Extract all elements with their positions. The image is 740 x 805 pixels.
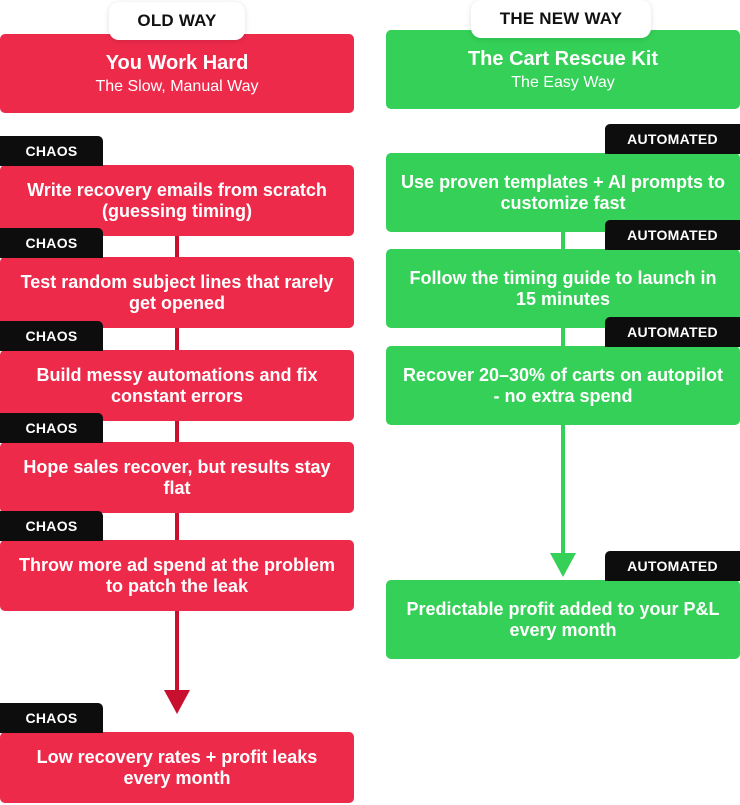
old-step-1: Write recovery emails from scratch (gues… — [0, 165, 354, 236]
old-step-2: Test random subject lines that rarely ge… — [0, 257, 354, 328]
old-way-title: You Work Hard — [105, 51, 249, 74]
new-way-flow-arrowhead — [550, 553, 576, 577]
new-result: Predictable profit added to your P&L eve… — [386, 580, 740, 659]
old-step-4: Hope sales recover, but results stay fla… — [0, 442, 354, 513]
old-way-header: You Work Hard The Slow, Manual Way — [0, 34, 354, 113]
old-way-subtitle: The Slow, Manual Way — [95, 77, 259, 95]
old-step-5: Throw more ad spend at the problem to pa… — [0, 540, 354, 611]
new-way-title: The Cart Rescue Kit — [467, 47, 659, 70]
chaos-tag: CHAOS — [0, 136, 103, 166]
new-way-header: The Cart Rescue Kit The Easy Way — [386, 30, 740, 109]
chaos-tag: CHAOS — [0, 228, 103, 258]
new-step-1: Use proven templates + AI prompts to cus… — [386, 153, 740, 232]
new-way-label: THE NEW WAY — [471, 0, 651, 38]
automated-tag: AUTOMATED — [605, 317, 740, 347]
old-way-label: OLD WAY — [109, 2, 245, 40]
chaos-tag: CHAOS — [0, 321, 103, 351]
new-way-subtitle: The Easy Way — [511, 73, 615, 91]
chaos-tag: CHAOS — [0, 413, 103, 443]
automated-tag: AUTOMATED — [605, 551, 740, 581]
old-way-flow-arrowhead — [164, 690, 190, 714]
automated-tag: AUTOMATED — [605, 220, 740, 250]
old-result: Low recovery rates + profit leaks every … — [0, 732, 354, 803]
automated-tag: AUTOMATED — [605, 124, 740, 154]
new-step-2: Follow the timing guide to launch in 15 … — [386, 249, 740, 328]
chaos-tag: CHAOS — [0, 703, 103, 733]
old-step-3: Build messy automations and fix constant… — [0, 350, 354, 421]
chaos-tag: CHAOS — [0, 511, 103, 541]
new-step-3: Recover 20–30% of carts on autopilot - n… — [386, 346, 740, 425]
